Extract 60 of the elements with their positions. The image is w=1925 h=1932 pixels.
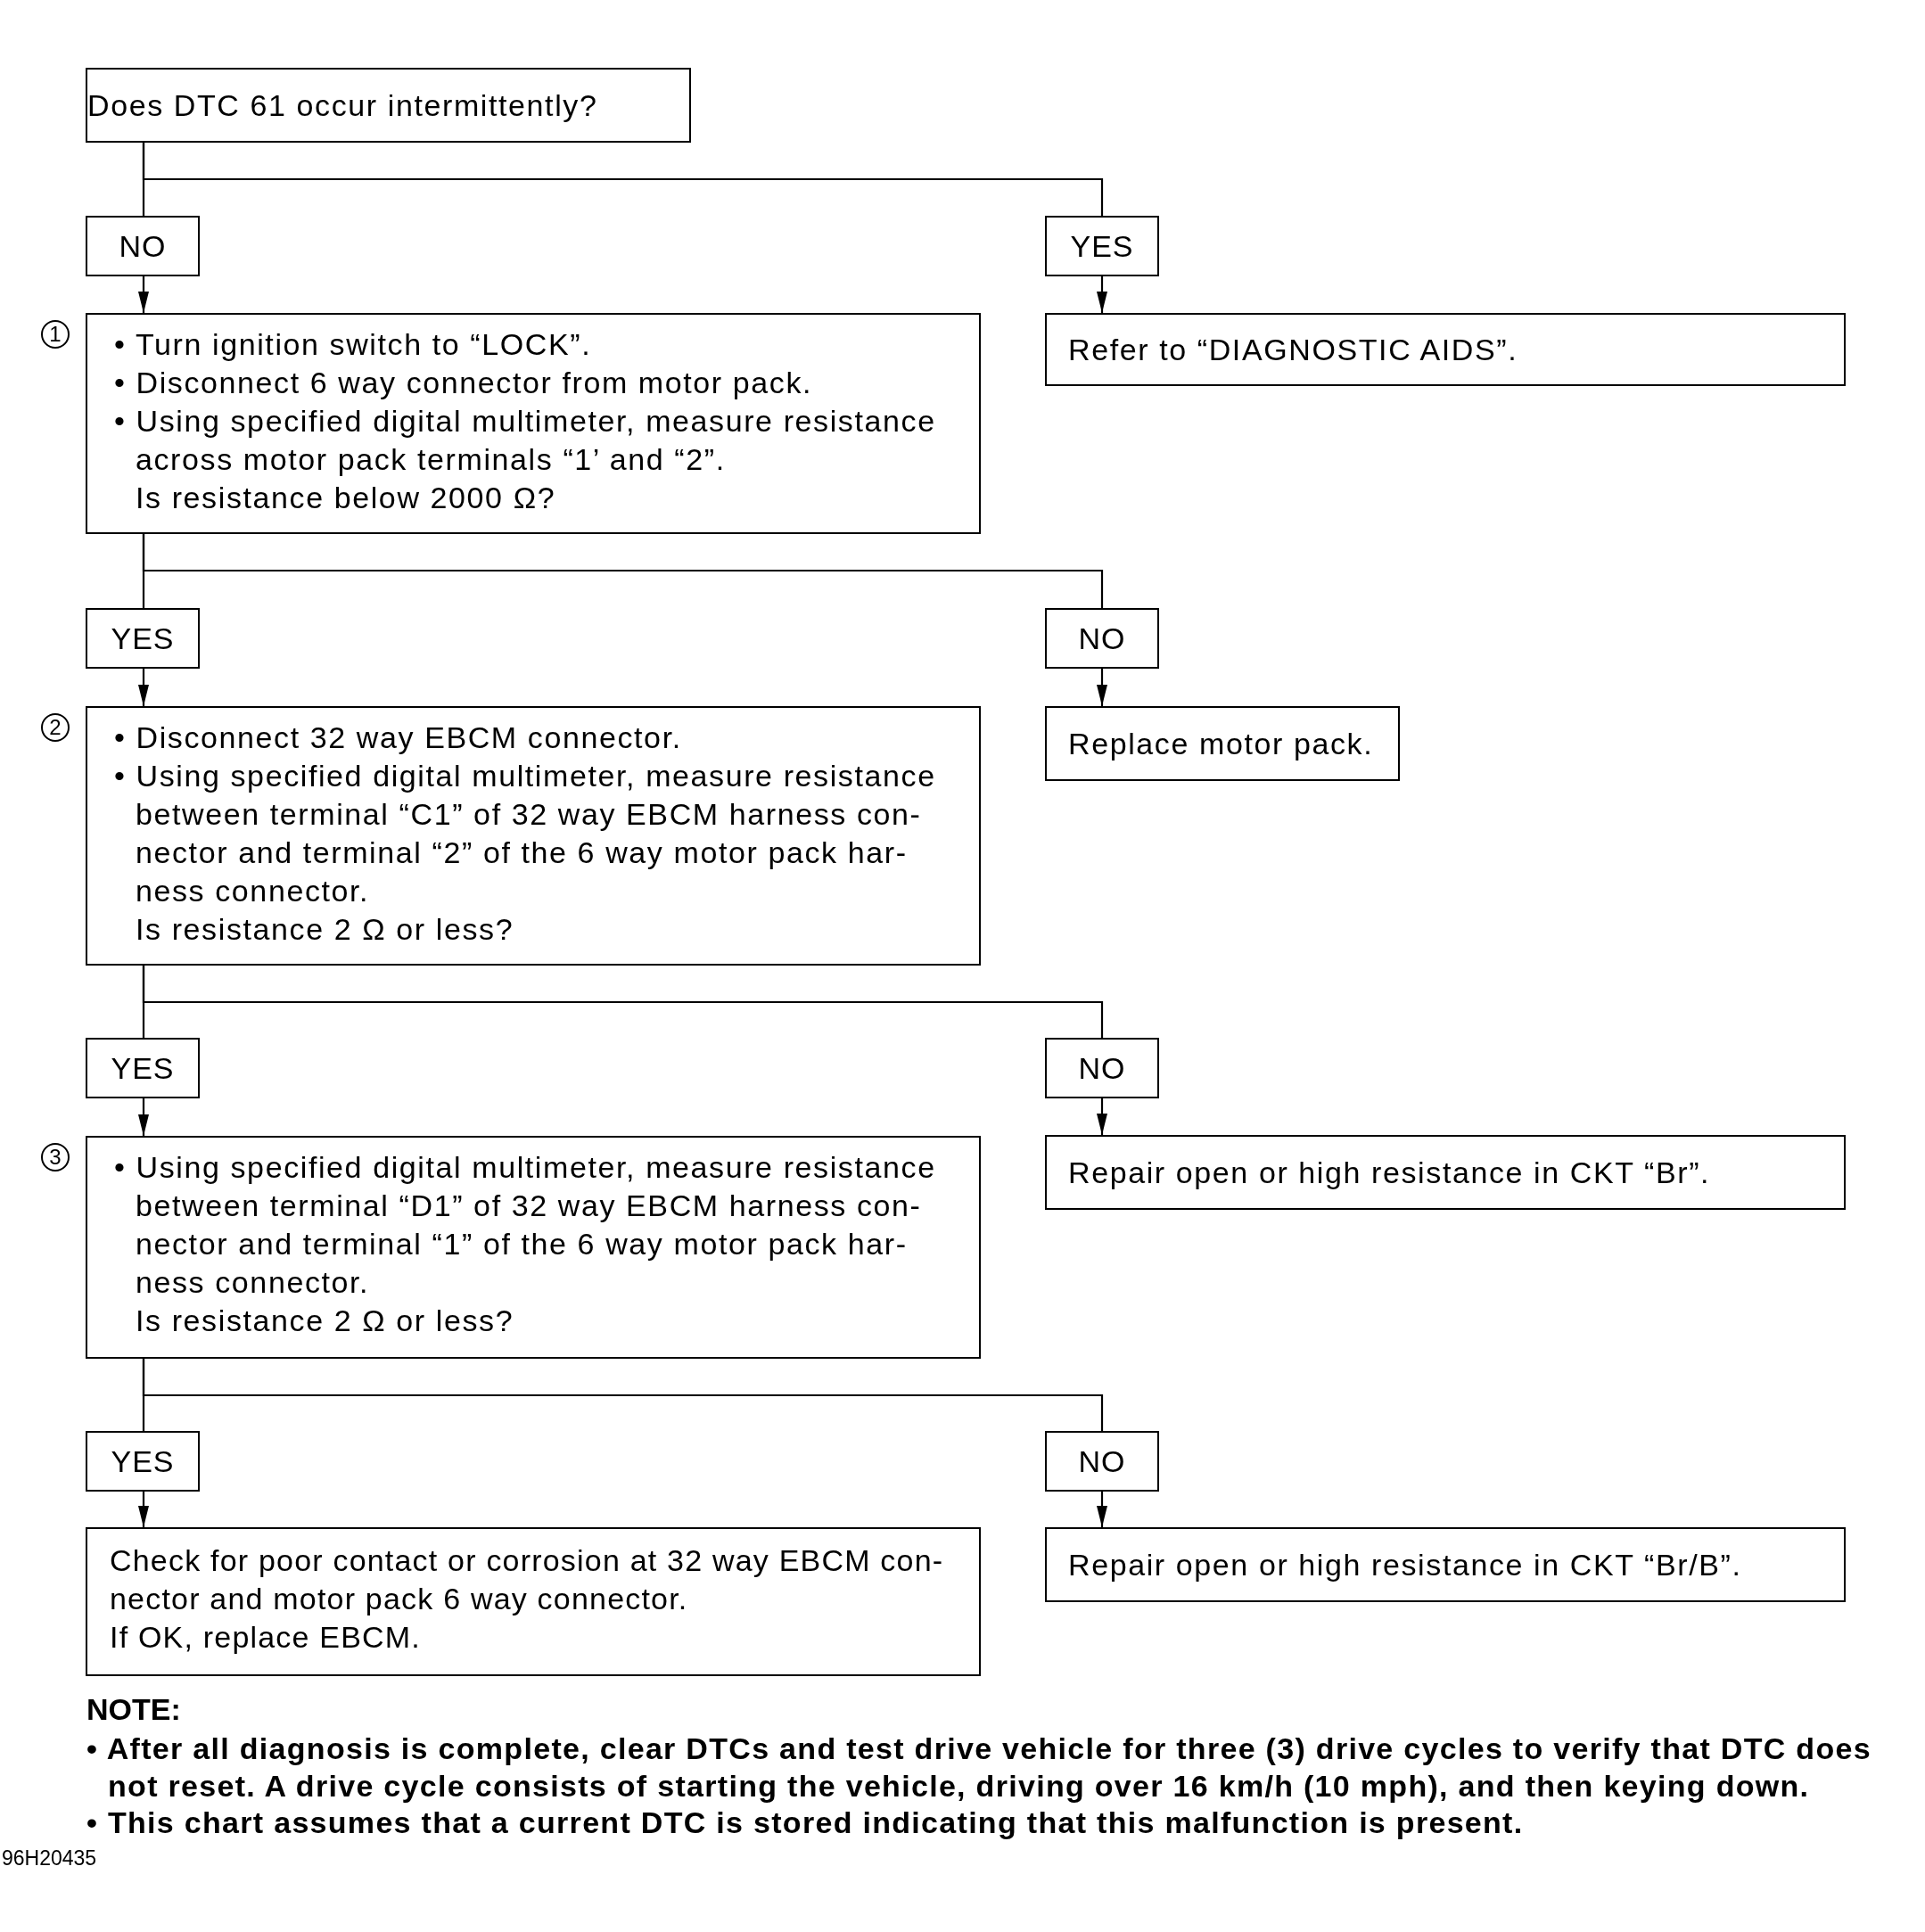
arrow: [138, 1098, 149, 1136]
note-text: • After all diagnosis is complete, clear DTCs and test drive vehicle for three (3) drive cycles to verify that DTC does not reset. A drive cycle consists of starting the vehicle, driving over 16 km/h (10 mph), and then keying down.: [86, 1731, 1872, 1805]
connector-line: [142, 534, 1104, 608]
arrow: [138, 669, 149, 706]
step-box: [86, 313, 981, 534]
branch-label-box: [86, 608, 200, 669]
branch-label: NO: [1078, 620, 1126, 657]
action-text: Check for poor contact or corrosion at 32 way EBCM con- nector and motor pack 6 way connector.: [110, 1542, 945, 1617]
callout-number: 1: [41, 320, 70, 349]
action-text: Replace motor pack.: [1068, 725, 1374, 762]
branch-label: YES: [1070, 227, 1134, 265]
instruction-text: • Disconnect 6 way connector from motor pack.: [114, 365, 813, 401]
instruction-text: • Using specified digital multimeter, measure resistance between terminal “D1” of 32 way EBCM harness con- nector and terminal “1” of the 6 way motor pack har- ness connector.: [114, 1149, 937, 1301]
arrow: [138, 1492, 149, 1527]
note-heading: NOTE:: [86, 1691, 181, 1728]
connector-line: [142, 966, 1104, 1038]
action-text: Repair open or high resistance in CKT “Br/B”.: [1068, 1546, 1742, 1583]
branch-label-box: [1045, 1038, 1159, 1098]
connector-line: [142, 1359, 1104, 1431]
branch-label: NO: [1078, 1443, 1126, 1480]
instruction-text: • Using specified digital multimeter, measure resistance between terminal “C1” of 32 way EBCM harness con- nector and terminal “2” of the 6 way motor pack har- ness connector.: [114, 758, 937, 909]
note-text: • This chart assumes that a current DTC is stored indicating that this malfunction is present.: [86, 1805, 1524, 1841]
action-text: Repair open or high resistance in CKT “Br”.: [1068, 1154, 1711, 1191]
arrow: [1097, 669, 1107, 706]
instruction-text: • Turn ignition switch to “LOCK”.: [114, 326, 592, 363]
branch-label-box: [1045, 1431, 1159, 1492]
callout-number: 2: [41, 713, 70, 742]
branch-label-box: [1045, 608, 1159, 669]
action-text: Refer to “DIAGNOSTIC AIDS”.: [1068, 331, 1518, 368]
question-text: Is resistance 2 Ω or less?: [136, 911, 514, 948]
step-box: [86, 706, 981, 966]
figure-code: 96H20435: [2, 1846, 97, 1870]
branch-label-box: [86, 216, 200, 276]
action-box: [86, 1527, 981, 1676]
arrow: [1097, 276, 1107, 313]
branch-label-box: [86, 1038, 200, 1098]
action-box: [1045, 313, 1846, 386]
action-box: [1045, 1135, 1846, 1210]
action-box: [1045, 1527, 1846, 1602]
branch-label-box: [86, 1431, 200, 1492]
arrow: [1097, 1098, 1107, 1135]
step-box: [86, 1136, 981, 1359]
branch-label: YES: [111, 1049, 175, 1087]
arrow: [1097, 1492, 1107, 1527]
branch-label: NO: [1078, 1049, 1126, 1087]
action-text: If OK, replace EBCM.: [110, 1619, 421, 1656]
instruction-text: • Using specified digital multimeter, measure resistance across motor pack terminals “1’ and “2”.: [114, 403, 937, 478]
branch-label: NO: [119, 227, 167, 265]
connector-line: [142, 143, 1104, 216]
question-text: Does DTC 61 occur intermittently?: [87, 86, 598, 124]
question-text: Is resistance 2 Ω or less?: [136, 1303, 514, 1339]
branch-label: YES: [111, 620, 175, 657]
action-box: [1045, 706, 1400, 781]
instruction-text: • Disconnect 32 way EBCM connector.: [114, 719, 682, 756]
question-text: Is resistance below 2000 Ω?: [136, 480, 556, 516]
branch-label-box: [1045, 216, 1159, 276]
question-box: [86, 68, 691, 143]
branch-label: YES: [111, 1443, 175, 1480]
arrow: [138, 276, 149, 313]
callout-number: 3: [41, 1143, 70, 1172]
